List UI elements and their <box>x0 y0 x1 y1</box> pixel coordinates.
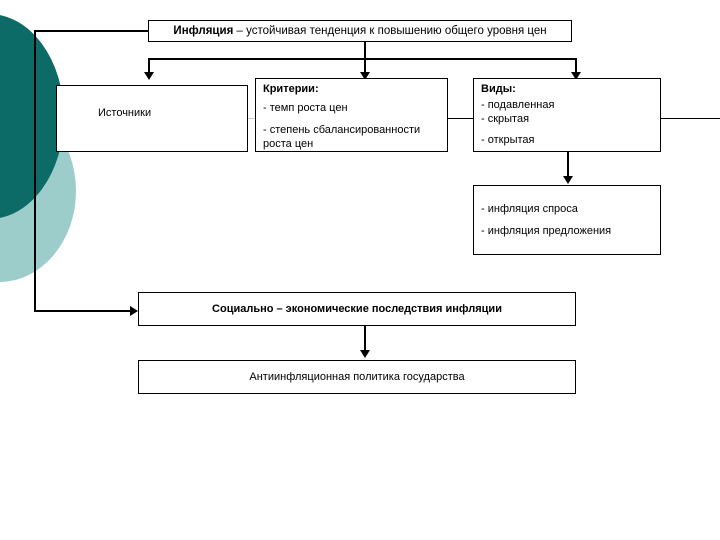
node-kinds-item-2: - скрытая <box>481 113 530 125</box>
decorative-circle-dark <box>0 14 64 219</box>
node-criteria-item-2: - степень сбалансированности роста цен <box>263 124 421 150</box>
node-inflation-term: Инфляция <box>173 25 234 37</box>
node-inflation-types-item-1: - инфляция спроса <box>481 203 578 215</box>
node-criteria-item-1: - темп роста цен <box>263 102 348 114</box>
node-policy[interactable]: Антиинфляционная политика государства <box>138 360 576 394</box>
arrow-into-policy <box>360 350 370 358</box>
connector-left-rail-to-consequences <box>34 310 130 312</box>
connector-distribution-bus <box>148 58 576 60</box>
node-sources-label: Источники <box>98 107 152 119</box>
node-inflation-definition[interactable]: Инфляция – устойчивая тенденция к повыше… <box>148 20 572 42</box>
node-inflation-types[interactable]: - инфляция спроса - инфляция предложения <box>473 185 661 255</box>
node-inflation-definition-tail: – устойчивая тенденция к повышению общег… <box>233 25 547 37</box>
node-criteria[interactable]: Критерии: - темп роста цен - степень сба… <box>255 78 448 152</box>
node-policy-label: Антиинфляционная политика государства <box>249 371 465 383</box>
node-inflation-definition-text: Инфляция – устойчивая тенденция к повыше… <box>173 24 546 38</box>
node-consequences-label: Социально – экономические последствия ин… <box>212 303 502 315</box>
arrow-into-consequences <box>130 306 138 316</box>
connector-kinds-to-types <box>567 152 569 177</box>
node-inflation-types-item-2: - инфляция предложения <box>481 225 612 237</box>
connector-title-down <box>364 42 366 59</box>
node-kinds[interactable]: Виды: - подавленная - скрытая - открытая <box>473 78 661 152</box>
node-sources[interactable]: Источники <box>56 85 248 152</box>
connector-title-left-stub <box>34 30 150 32</box>
node-kinds-item-1: - подавленная <box>481 99 555 111</box>
node-criteria-heading: Критерии: <box>263 83 319 95</box>
arrow-into-criteria <box>360 72 370 80</box>
node-kinds-heading: Виды: <box>481 83 516 95</box>
arrow-into-sources <box>144 72 154 80</box>
arrow-into-types <box>563 176 573 184</box>
connector-drop-sources <box>148 58 150 74</box>
connector-drop-criteria <box>364 58 366 74</box>
connector-left-rail-vertical <box>34 30 36 312</box>
connector-consequences-to-policy <box>364 326 366 351</box>
connector-drop-kinds <box>575 58 577 74</box>
arrow-into-kinds <box>571 72 581 80</box>
node-kinds-item-3: - открытая <box>481 134 535 146</box>
node-consequences[interactable]: Социально – экономические последствия ин… <box>138 292 576 326</box>
